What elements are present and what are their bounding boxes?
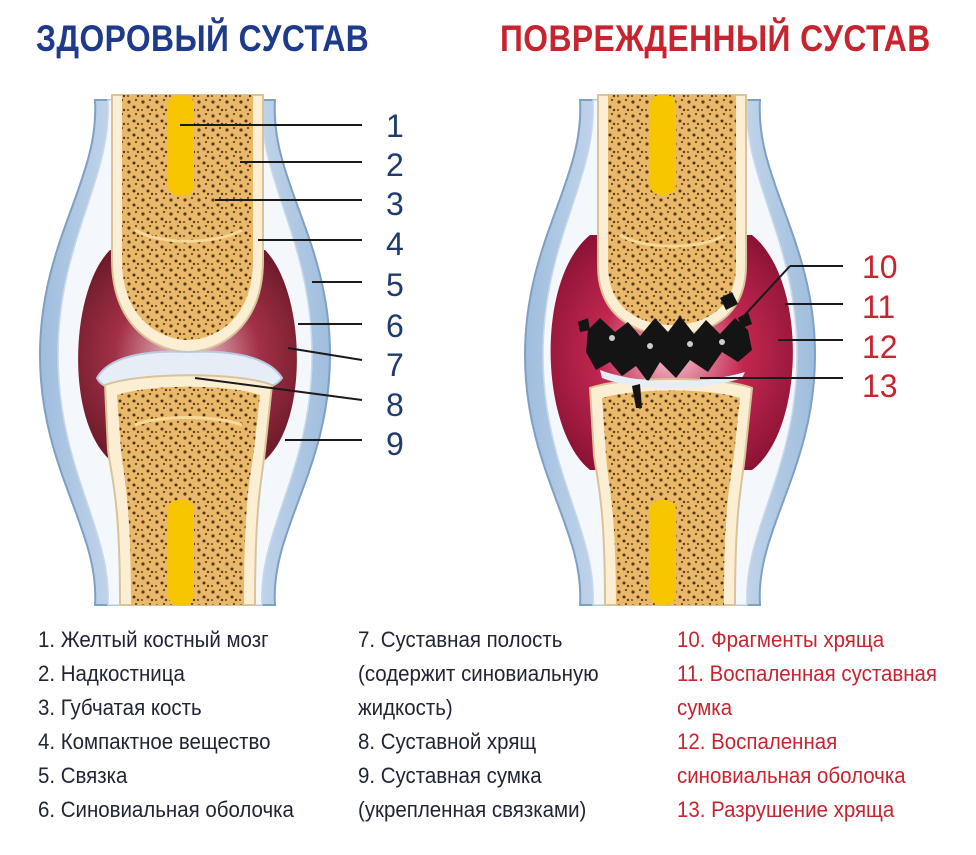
legend-item-5: 5. Связка [38, 763, 128, 788]
legend-item-10: 10. Фрагменты хряща [677, 627, 885, 652]
damaged-joint-illustration: 10 11 12 13 [523, 94, 898, 606]
label-number-4: 4 [386, 226, 404, 262]
label-number-5: 5 [386, 267, 404, 303]
yellow-marrow-upper-damaged [650, 95, 676, 195]
legend-column-2: 7. Суставная полость (содержит синовиаль… [358, 623, 617, 827]
legend-item-4: 4. Компактное вещество [38, 729, 271, 754]
label-number-8: 8 [386, 387, 404, 423]
legend-item-13: 13. Разрушение хряща [677, 797, 895, 822]
label-number-11: 11 [862, 289, 895, 325]
label-number-13: 13 [862, 368, 898, 404]
label-number-6: 6 [386, 308, 404, 344]
cartilage-fragments [578, 292, 752, 408]
title-healthy-joint: ЗДОРОВЫЙ СУСТАВ [36, 18, 370, 59]
spongy-bone-lower [117, 386, 260, 605]
label-number-1: 1 [386, 108, 404, 144]
spongy-bone-upper [122, 95, 253, 340]
legend-item-3: 3. Губчатая кость [38, 695, 202, 720]
legend-item-7-cont2: жидкость) [358, 695, 453, 720]
joint-diagram: 1 2 3 4 5 6 7 8 9 [38, 94, 898, 606]
yellow-marrow-upper [168, 95, 194, 195]
label-number-2: 2 [386, 147, 404, 183]
title-damaged-joint: ПОВРЕЖДЕННЫЙ СУСТАВ [500, 18, 931, 59]
legend-item-12-cont: синовиальная оболочка [677, 763, 906, 788]
legend-column-3: 10. Фрагменты хряща 11. Воспаленная суст… [677, 623, 957, 827]
legend-column-1: 1. Желтый костный мозг 2. Надкостница 3.… [38, 623, 313, 827]
spongy-bone-lower-damaged [602, 390, 740, 605]
cartilage-destruction [586, 316, 752, 382]
legend-item-9: 9. Суставная сумка [358, 763, 542, 788]
legend-item-6: 6. Синовиальная оболочка [38, 797, 294, 822]
label-number-7: 7 [386, 347, 404, 383]
healthy-joint-illustration: 1 2 3 4 5 6 7 8 9 [38, 94, 404, 606]
leader-lines-damaged [700, 265, 843, 379]
label-number-10: 10 [862, 249, 898, 285]
spongy-bone-upper-damaged [608, 95, 736, 325]
label-number-9: 9 [386, 426, 404, 462]
legend-item-7-cont: (содержит синовиальную [358, 661, 599, 686]
yellow-marrow-lower [168, 500, 194, 605]
fragment-highlights [609, 335, 725, 349]
legend-item-2: 2. Надкостница [38, 661, 185, 686]
legend-item-7: 7. Суставная полость [358, 627, 563, 652]
legend-item-12: 12. Воспаленная [677, 729, 838, 754]
label-number-12: 12 [862, 329, 898, 365]
label-number-3: 3 [386, 186, 404, 222]
legend-item-1: 1. Желтый костный мозг [38, 627, 269, 652]
legend-item-9-cont: (укрепленная связками) [358, 797, 587, 822]
yellow-marrow-lower-damaged [650, 500, 676, 605]
leader-lines-healthy [180, 124, 363, 441]
legend-item-11: 11. Воспаленная суставная [677, 661, 937, 686]
legend-item-11-cont: сумка [677, 695, 733, 720]
legend-item-8: 8. Суставной хрящ [358, 729, 537, 754]
